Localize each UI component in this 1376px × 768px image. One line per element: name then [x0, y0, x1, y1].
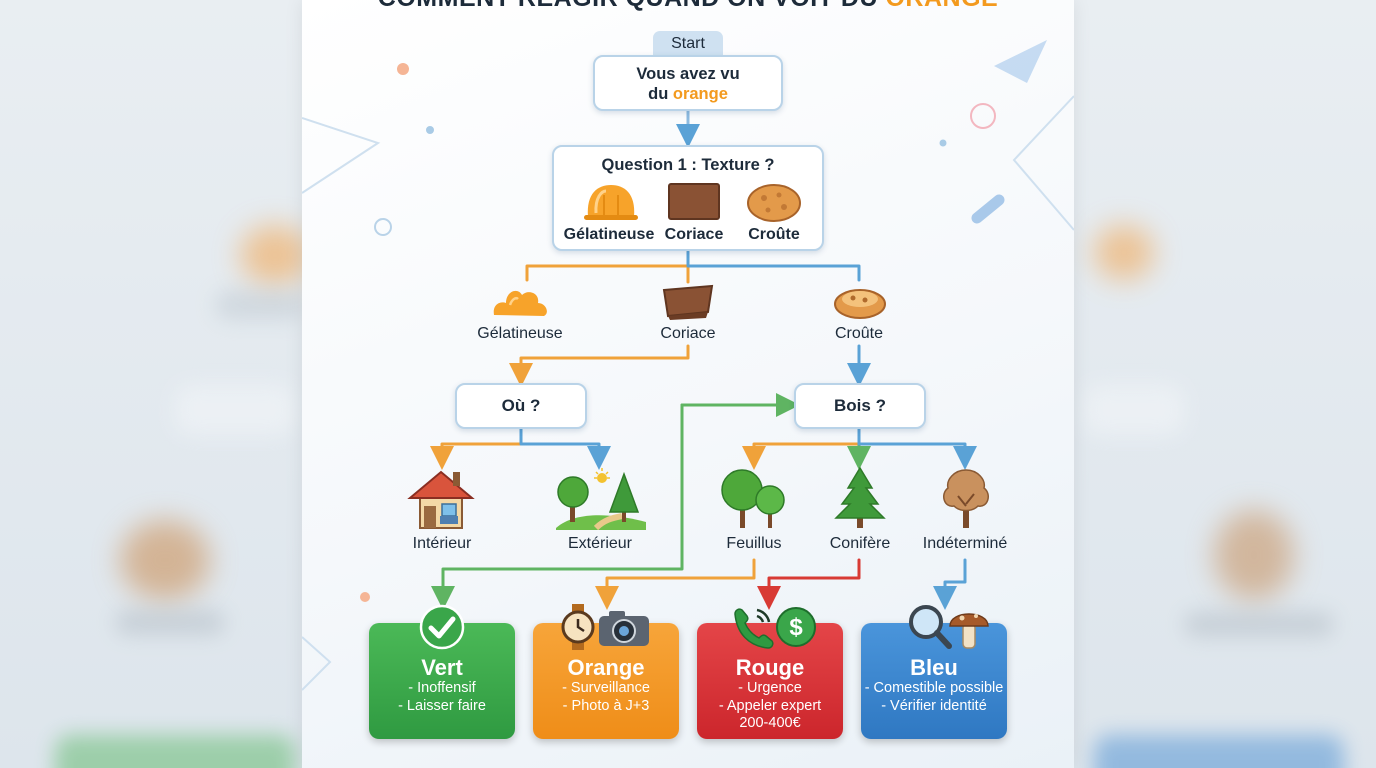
result-card-orange: Orange - Surveillance - Photo à J+3 [533, 623, 679, 739]
start-line-1: Vous avez vu [636, 65, 740, 83]
blurred-shape [1214, 510, 1294, 600]
page-title: COMMENT RÉAGIR QUAND ON VOIT DU ORANGE [302, 0, 1074, 13]
result-line: - Comestible possible [864, 680, 1004, 696]
watch-camera-icon [561, 604, 649, 650]
result-title: Vert [421, 655, 463, 680]
blurred-shape [1094, 735, 1344, 768]
where-option-exterieur: Extérieur [567, 535, 633, 552]
result-line: - Vérifier identité [881, 697, 987, 714]
texture-label-gelatineuse: Gélatineuse [477, 325, 563, 342]
start-tab: Start [653, 31, 723, 55]
blurred-shape [55, 735, 295, 768]
background-left [0, 0, 302, 768]
blurred-shape [1094, 225, 1154, 280]
gelatinous-blob-icon [493, 290, 547, 316]
start-line-2: du orange [648, 84, 728, 103]
result-card-bleu: Bleu - Comestible possible - Vérifier id… [861, 623, 1007, 739]
outdoor-trees-icon [556, 468, 646, 530]
result-line: - Photo à J+3 [562, 697, 650, 714]
undetermined-tree-icon [943, 469, 989, 528]
blurred-shape [215, 290, 302, 320]
result-title: Orange [567, 655, 645, 680]
croute-icon [834, 289, 886, 319]
conifer-icon [834, 466, 886, 528]
wood-question-node: Bois ? [794, 383, 926, 429]
wood-option-feuillus: Feuillus [726, 535, 782, 552]
crust-icon [747, 184, 801, 222]
deciduous-trees-icon [721, 469, 785, 528]
question-texture-title: Question 1 : Texture ? [601, 156, 775, 174]
coriace-icon [662, 284, 714, 320]
result-title: Rouge [735, 655, 805, 680]
magnifier-mushroom-icon [909, 605, 989, 649]
blurred-shape [115, 610, 225, 635]
question-option-croute: Croûte [748, 226, 800, 243]
svg-text:$: $ [789, 614, 803, 641]
flowchart-panel: COMMENT RÉAGIR QUAND ON VOIT DU ORANGE [302, 0, 1074, 768]
result-line: - Urgence [738, 680, 802, 696]
house-icon [407, 470, 475, 529]
result-line: - Laisser faire [398, 697, 486, 714]
result-line: - Surveillance [562, 680, 650, 696]
blurred-shape [1084, 385, 1184, 435]
where-option-interieur: Intérieur [412, 535, 472, 552]
result-line: - Appeler expert [718, 697, 822, 714]
jelly-icon [584, 185, 638, 220]
connectors [430, 108, 977, 610]
question-option-coriace: Coriace [664, 226, 724, 243]
check-icon [419, 604, 465, 650]
where-question-node: Où ? [455, 383, 587, 429]
question-texture-node: Question 1 : Texture ? Gélatineuse Coria… [552, 145, 824, 251]
texture-label-coriace: Coriace [660, 325, 716, 342]
result-line: - Inoffensif [408, 680, 476, 696]
wood-option-indetermine: Indéterminé [922, 535, 1008, 552]
decorations [302, 40, 1074, 691]
blurred-shape [120, 520, 210, 600]
leather-icon [668, 183, 720, 220]
background-right [1074, 0, 1376, 768]
result-title: Bleu [910, 655, 958, 680]
start-node: Vous avez vu du orange [593, 55, 783, 111]
blurred-shape [1184, 612, 1334, 637]
phone-dollar-icon: $ [734, 607, 816, 649]
question-option-gelatineuse: Gélatineuse [563, 226, 655, 243]
texture-label-croute: Croûte [834, 325, 884, 342]
blurred-shape [240, 225, 302, 285]
result-line: 200-400€ [739, 715, 801, 731]
blurred-shape [175, 385, 295, 435]
wood-option-conifere: Conifère [829, 535, 891, 552]
